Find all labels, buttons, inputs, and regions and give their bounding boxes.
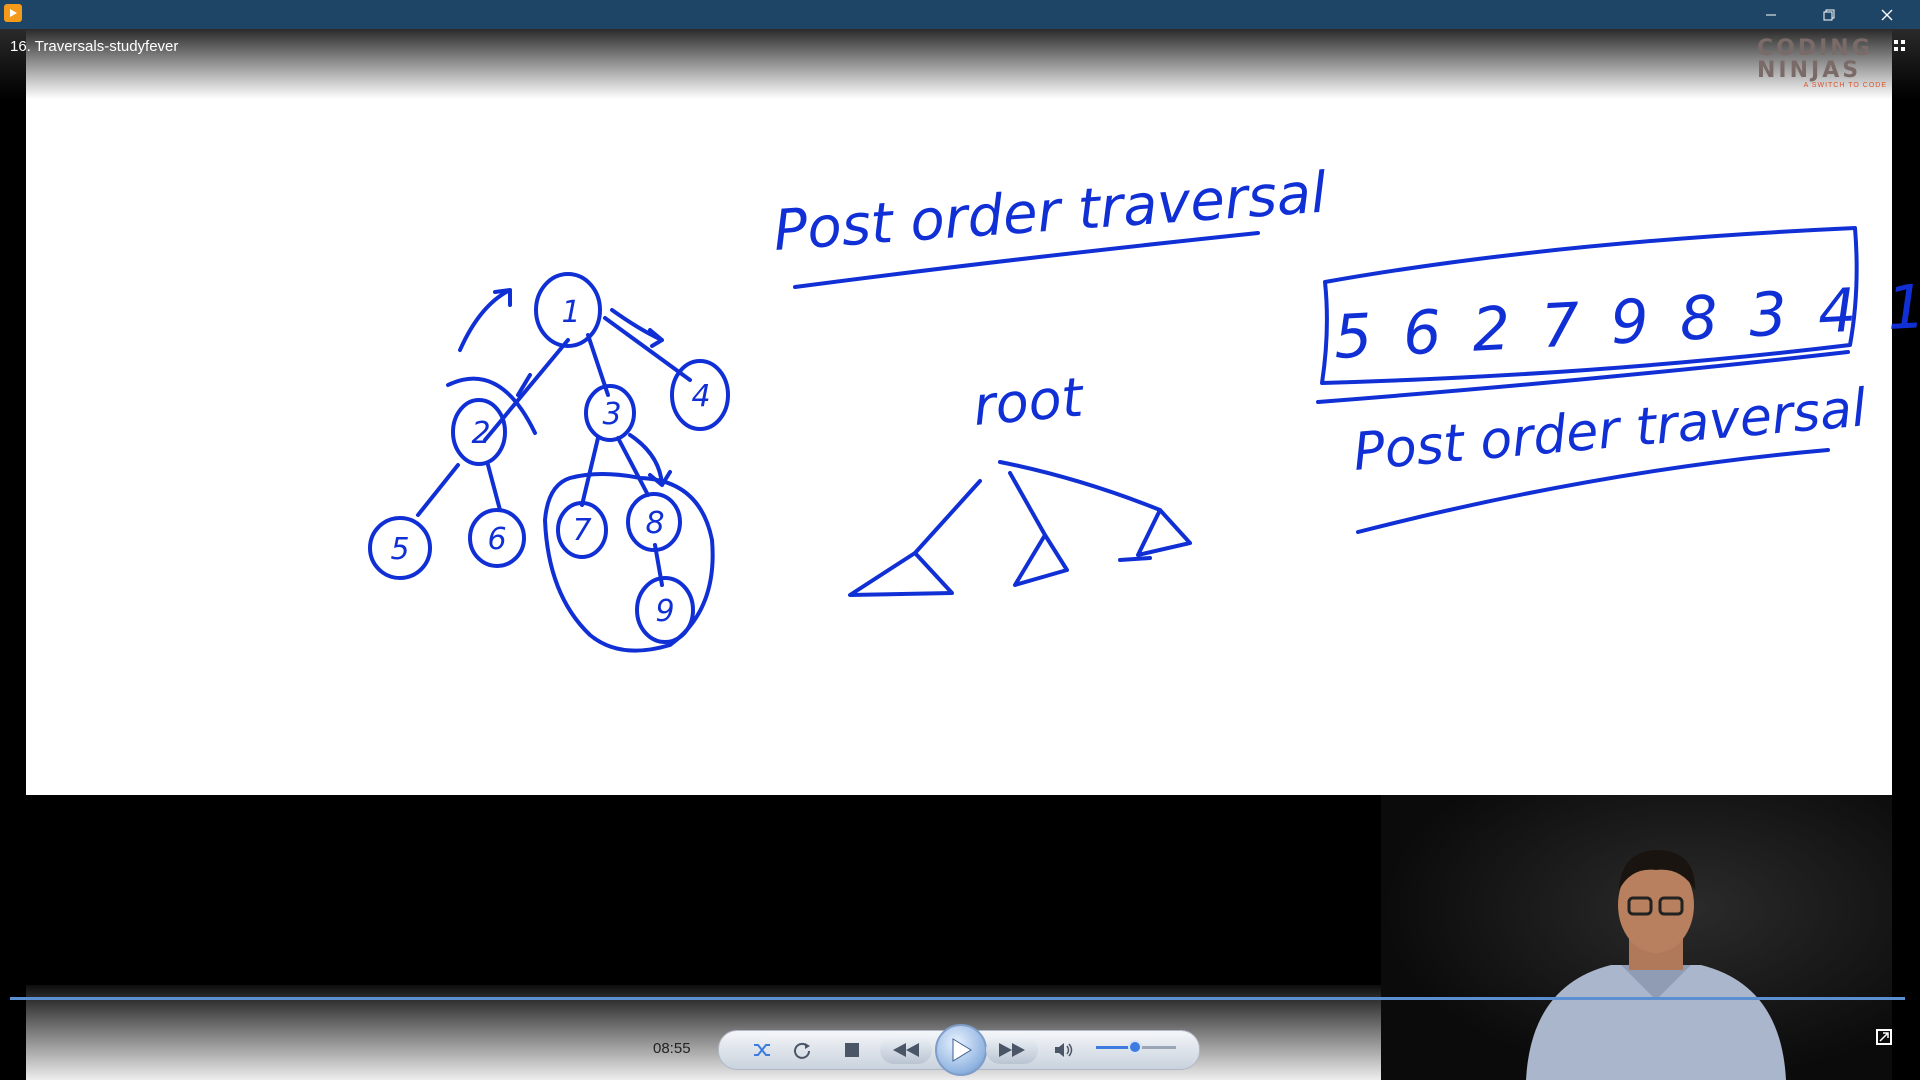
node-6-label: 6 (487, 522, 506, 557)
edge-1-2 (483, 338, 570, 442)
rewind-icon[interactable] (880, 1036, 932, 1064)
play-icon (952, 1038, 972, 1062)
arrow-2 (446, 376, 537, 435)
close-button[interactable] (1858, 0, 1916, 29)
node-7-circle (556, 501, 608, 559)
node-8-label: 8 (645, 506, 664, 541)
left-subtree-triangle (848, 479, 982, 597)
node-6-circle (468, 508, 526, 568)
volume-fill (1096, 1046, 1134, 1049)
edge-1-4 (603, 316, 692, 382)
node-2-circle (451, 398, 507, 466)
presenter-image (1526, 850, 1786, 1080)
elapsed-time: 08:55 (653, 1040, 691, 1057)
fast-forward-icon[interactable] (986, 1036, 1038, 1064)
arrow-up (458, 288, 512, 352)
minimize-button[interactable] (1742, 0, 1800, 29)
volume-icon[interactable] (1052, 1038, 1076, 1062)
node-5-label: 5 (390, 532, 409, 567)
node-9-circle (635, 576, 695, 644)
shuffle-icon[interactable] (750, 1038, 774, 1062)
node-4-circle (670, 359, 730, 431)
heading1-underline (793, 231, 1260, 289)
volume-knob[interactable] (1128, 1040, 1142, 1054)
whiteboard (26, 29, 1892, 795)
edge-3-8 (616, 436, 650, 497)
result-sequence: 5 6 2 7 9 8 3 4 1 (1332, 272, 1920, 373)
node-3-label: 3 (602, 397, 621, 432)
grip-icon (1894, 40, 1905, 51)
result-box-underline (1316, 350, 1850, 404)
repeat-icon[interactable] (790, 1038, 814, 1062)
result-box (1320, 226, 1859, 385)
play-button[interactable] (935, 1024, 987, 1076)
node-7-label: 7 (572, 513, 591, 548)
right-subtree-triangle (998, 460, 1192, 562)
video-title: 16. Traversals-studyfever (10, 38, 179, 55)
title-overlay (0, 29, 1920, 99)
node-9-label: 9 (655, 594, 674, 629)
node-1-label: 1 (561, 295, 580, 330)
subtree-loop (543, 472, 715, 653)
edge-2-6 (486, 463, 502, 512)
arrow-right (610, 308, 664, 348)
node-4-label: 4 (691, 379, 710, 414)
edge-2-5 (416, 463, 460, 517)
stop-icon[interactable] (840, 1038, 864, 1062)
node-5-circle (368, 516, 432, 580)
title-bar (0, 0, 1920, 29)
restore-button[interactable] (1800, 0, 1858, 29)
seek-bar[interactable] (10, 997, 1905, 1000)
logo-tagline: A SWITCH TO CODE (1803, 82, 1887, 89)
logo-line-2: NINJAS (1757, 58, 1862, 83)
coding-ninjas-logo: CODING NINJAS A SWITCH TO CODE (1757, 38, 1887, 92)
arrow-2b (516, 373, 532, 397)
middle-subtree-triangle (1008, 471, 1069, 587)
logo-line-1: CODING (1757, 36, 1873, 61)
root-label: root (971, 365, 1087, 437)
webcam-inset (1381, 795, 1892, 1080)
node-2-label: 2 (471, 416, 490, 451)
node-1-circle (534, 272, 602, 348)
heading-1: Post order traversal (771, 160, 1329, 264)
node-8-circle (626, 492, 682, 552)
app-icon (4, 4, 22, 22)
heading2-underline (1356, 448, 1830, 534)
expand-icon[interactable] (1876, 1029, 1892, 1045)
node-3-circle (584, 384, 636, 442)
edge-3-7 (580, 436, 600, 507)
